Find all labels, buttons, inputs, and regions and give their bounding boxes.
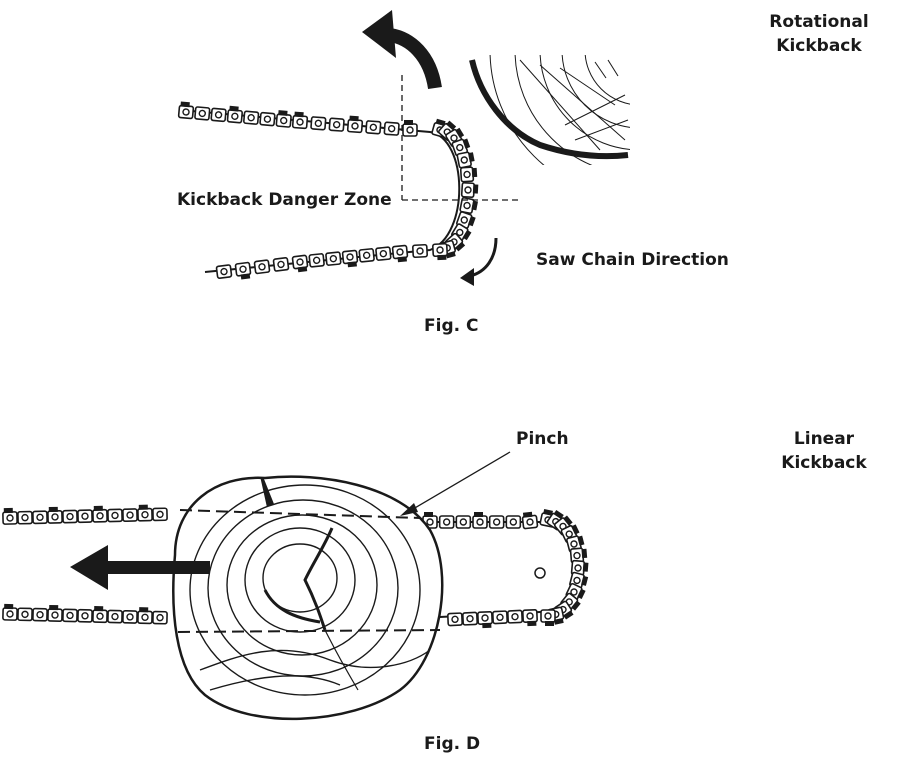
kickback-danger-zone-label: Kickback Danger Zone xyxy=(177,190,392,210)
chain-link xyxy=(492,610,508,625)
chain-link xyxy=(432,242,448,261)
chain-link xyxy=(62,509,78,524)
fig-d-saw-chain xyxy=(2,504,589,629)
chain-link xyxy=(325,251,342,266)
chain-link xyxy=(215,264,233,279)
pinch-pointer xyxy=(400,451,511,516)
fig-d-caption: Fig. D xyxy=(424,734,481,754)
chain-link xyxy=(522,608,538,627)
chain-link xyxy=(341,249,359,268)
chain-link xyxy=(412,243,428,259)
chain-link xyxy=(122,508,138,523)
chain-link xyxy=(521,511,539,530)
rotational-kickback-title-line2: Kickback xyxy=(776,36,862,56)
chain-link xyxy=(459,197,479,214)
chain-link xyxy=(92,505,108,523)
chain-link xyxy=(456,151,475,169)
rotational-kickback-title-line1: Rotational xyxy=(769,12,869,32)
chain-link xyxy=(137,607,153,625)
chain-link xyxy=(152,610,168,625)
chain-link xyxy=(569,547,588,564)
chain-link xyxy=(77,509,93,524)
chain-link xyxy=(122,609,138,624)
chain-link xyxy=(92,606,108,624)
chain-link xyxy=(507,609,523,624)
chain-link xyxy=(62,608,78,623)
chain-link xyxy=(234,261,252,280)
chain-link xyxy=(402,120,418,137)
chain-link xyxy=(77,608,93,623)
chain-link xyxy=(291,254,309,273)
fig-d-guide-bar-nose xyxy=(419,521,579,619)
chain-link xyxy=(210,107,227,123)
chain-link xyxy=(472,512,488,529)
chain-link xyxy=(447,612,463,627)
chain-link xyxy=(253,259,271,275)
pinch-label: Pinch xyxy=(516,429,569,449)
chain-link xyxy=(462,611,478,626)
chain-link xyxy=(226,105,243,124)
chain-link xyxy=(2,603,18,621)
chain-link xyxy=(308,253,325,268)
chain-link xyxy=(455,515,472,529)
chain-link xyxy=(137,504,153,522)
chain-link xyxy=(47,604,63,623)
chain-link xyxy=(194,106,211,121)
chain-link xyxy=(272,257,290,272)
linear-kickback-title-line2: Kickback xyxy=(781,453,867,473)
chain-link xyxy=(346,115,364,134)
fig-c-caption: Fig. C xyxy=(424,316,479,336)
chain-link xyxy=(391,244,409,263)
chain-link xyxy=(310,116,327,131)
chain-link xyxy=(17,510,33,525)
chain-link xyxy=(177,101,195,120)
chain-link xyxy=(438,515,455,529)
saw-chain-direction-label: Saw Chain Direction xyxy=(536,250,729,270)
chain-link xyxy=(488,515,505,529)
chain-link xyxy=(365,120,382,135)
chain-link xyxy=(32,607,48,622)
linear-kickback-title: Linear Kickback xyxy=(775,427,873,475)
fig-d-bar-rivet xyxy=(534,567,546,579)
chain-link xyxy=(291,111,309,130)
chain-link xyxy=(2,507,18,525)
chain-link xyxy=(328,117,345,132)
rotational-kickback-arrow xyxy=(362,10,442,90)
chain-link xyxy=(259,111,276,127)
saw-chain-direction-arrow xyxy=(460,237,498,286)
chain-link xyxy=(243,110,260,125)
chain-link xyxy=(459,166,478,183)
fig-c-log-section xyxy=(469,55,630,165)
chain-link xyxy=(17,607,33,622)
chain-link xyxy=(358,248,375,263)
chain-link xyxy=(477,610,493,629)
chain-link xyxy=(570,559,589,577)
chain-link xyxy=(375,246,392,261)
linear-kickback-title-line1: Linear xyxy=(793,429,855,449)
chain-link xyxy=(107,508,123,523)
chain-link xyxy=(505,515,522,529)
chain-link xyxy=(553,515,573,536)
chain-link xyxy=(152,507,168,522)
chain-link xyxy=(383,121,400,136)
chain-link xyxy=(32,510,48,525)
linear-kickback-arrow xyxy=(70,545,210,590)
chain-link xyxy=(540,609,556,626)
chain-link xyxy=(275,110,292,128)
chain-link xyxy=(107,609,123,624)
chain-link xyxy=(460,181,479,199)
fig-c-saw-chain xyxy=(177,101,479,280)
fig-d-log-cross-section xyxy=(172,475,444,721)
chain-link xyxy=(47,506,63,524)
rotational-kickback-title: Rotational Kickback xyxy=(768,10,870,58)
